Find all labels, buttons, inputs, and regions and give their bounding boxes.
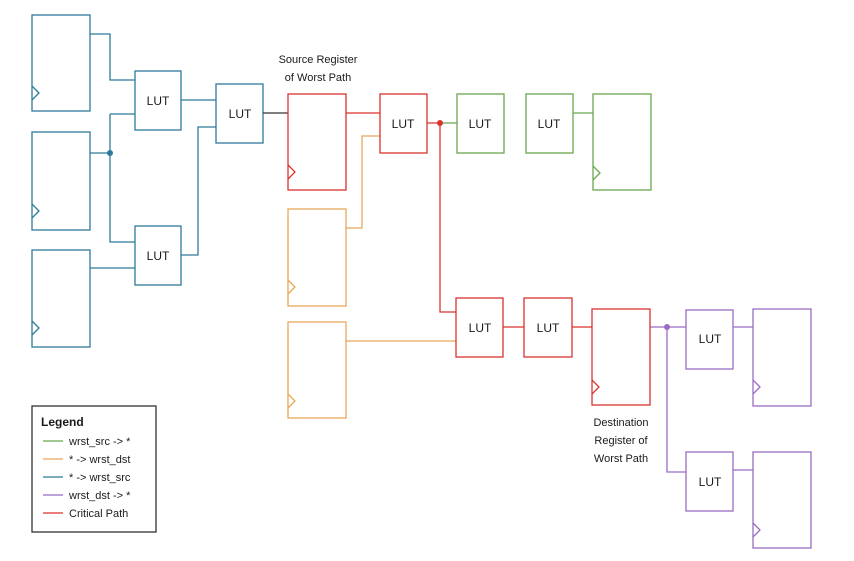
output-register-1	[752, 308, 812, 407]
lut-box	[685, 309, 734, 370]
lut-label: LUT	[699, 475, 722, 489]
wire	[427, 122, 456, 313]
clock-marker	[287, 393, 296, 409]
lut-label: LUT	[229, 107, 252, 121]
junction-dot	[107, 150, 113, 156]
wire	[90, 113, 135, 243]
source-fanout-group	[440, 93, 652, 191]
source-register-annotation: Source Register of Worst Path	[279, 54, 358, 84]
clock-marker	[591, 379, 600, 395]
critical-path-group	[287, 93, 651, 406]
annotation-line: of Worst Path	[285, 72, 351, 84]
clock-marker	[287, 164, 296, 180]
legend-title: Legend	[41, 415, 84, 429]
legend-label: wrst_src -> *	[68, 436, 131, 448]
legend-item: Critical Path	[43, 508, 128, 520]
fanin-to-source-group	[31, 14, 264, 348]
legend-item: * -> wrst_dst	[43, 454, 130, 466]
legend-item: wrst_dst -> *	[43, 490, 131, 502]
source-register	[287, 93, 347, 191]
fanin-to-destination-group	[287, 135, 456, 419]
lut-label: LUT	[699, 332, 722, 346]
clock-marker	[752, 379, 761, 395]
junction-dot	[437, 120, 443, 126]
destination-register-annotation: Destination Register of Worst Path	[593, 417, 648, 465]
annotation-line: Worst Path	[594, 453, 648, 465]
wire	[181, 126, 216, 256]
legend-box	[31, 405, 157, 533]
lut-label: LUT	[469, 321, 492, 335]
lut-label: LUT	[538, 117, 561, 131]
legend-label: * -> wrst_dst	[69, 454, 130, 466]
wire	[346, 135, 380, 229]
lut-label: LUT	[537, 321, 560, 335]
clock-marker	[592, 165, 601, 181]
legend-label: * -> wrst_src	[69, 472, 131, 484]
lut-box	[134, 225, 182, 286]
lut-box	[525, 93, 574, 154]
source-fanout-register	[592, 93, 652, 191]
junction-dot	[664, 324, 670, 330]
fanin-register-1	[287, 208, 347, 307]
wire	[90, 33, 135, 81]
wire	[666, 327, 686, 473]
legend-label: Critical Path	[69, 508, 128, 520]
legend-item: * -> wrst_src	[43, 472, 131, 484]
lut-labels: LUT LUT LUT LUT LUT LUT LUT LUT LUT LUT	[147, 94, 722, 489]
clock-marker	[31, 320, 40, 336]
annotation-line: Destination	[593, 417, 648, 429]
clock-marker	[752, 522, 761, 538]
clock-marker	[31, 85, 40, 101]
legend-item: wrst_src -> *	[43, 436, 131, 448]
clock-marker	[287, 279, 296, 295]
legend: Legend wrst_src -> * * -> wrst_dst * -> …	[31, 405, 157, 533]
lut-box	[134, 70, 182, 131]
lut-label: LUT	[147, 249, 170, 263]
input-register-1	[31, 14, 91, 112]
input-register-2	[31, 131, 91, 231]
lut-label: LUT	[392, 117, 415, 131]
annotation-line: Source Register	[279, 54, 358, 66]
input-register-3	[31, 249, 91, 348]
legend-label: wrst_dst -> *	[68, 490, 131, 502]
annotation-line: Register of	[594, 435, 648, 447]
output-register-2	[752, 451, 812, 549]
lut-label: LUT	[469, 117, 492, 131]
lut-label: LUT	[147, 94, 170, 108]
lut-box	[685, 451, 734, 512]
destination-register	[591, 308, 651, 406]
clock-marker	[31, 203, 40, 219]
destination-fanout-group	[650, 308, 812, 549]
lut-box	[456, 93, 505, 154]
fanin-register-2	[287, 321, 347, 419]
